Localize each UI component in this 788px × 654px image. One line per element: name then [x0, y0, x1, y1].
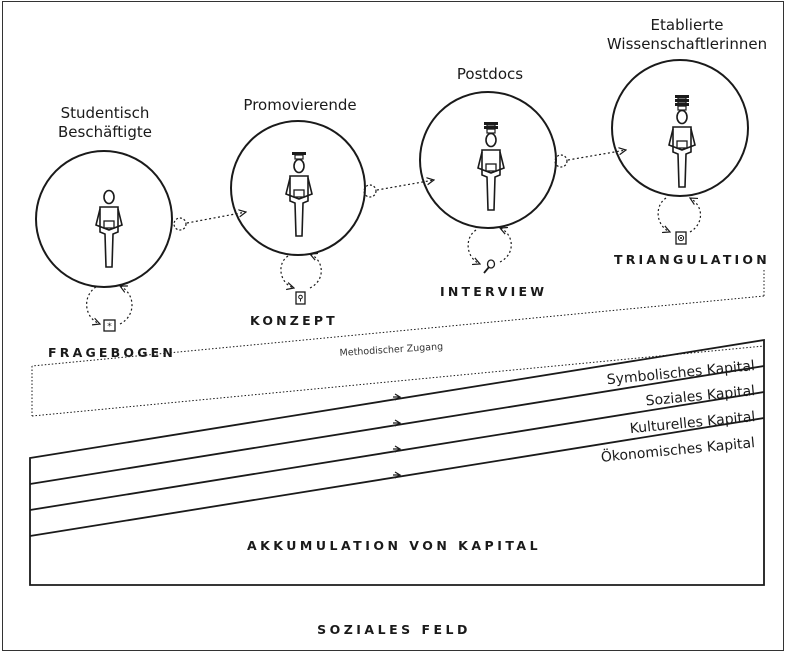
- stage-circle-1: [35, 150, 173, 288]
- method-label-triangulation: TRIANGULATION: [614, 252, 770, 267]
- methodischer-zugang-line: [31, 270, 765, 417]
- stage-label-3-line2: Postdocs: [456, 65, 524, 83]
- akkumulation-label: AKKUMULATION VON KAPITAL: [246, 538, 542, 553]
- method-label-fragebogen: FRAGEBOGEN: [48, 345, 177, 360]
- stage-label-1: Studentisch Beschäftigte: [44, 104, 166, 142]
- stage-label-1-line1: Studentisch: [60, 104, 150, 122]
- stage-circle-3: [419, 91, 557, 229]
- svg-text:*: *: [107, 322, 112, 332]
- kapital-arrows: [393, 393, 402, 479]
- method-loops: [86, 198, 702, 324]
- stage-circle-2: [230, 120, 366, 256]
- questionnaire-icon: *: [103, 319, 116, 332]
- stage-connectors: [173, 150, 626, 231]
- stage-label-4-line2: Wissenschaftlerinnen: [606, 35, 768, 53]
- stage-circle-4: [611, 59, 749, 197]
- concept-icon: [295, 291, 306, 305]
- method-label-interview: INTERVIEW: [440, 284, 548, 299]
- stage-label-1-line2: Beschäftigte: [58, 123, 152, 141]
- microphone-icon: [483, 259, 496, 274]
- stage-label-4-line1: Etablierte: [650, 16, 724, 34]
- soziales-feld-label: SOZIALES FELD: [317, 622, 471, 637]
- stage-label-2: Promovierende: [230, 96, 370, 115]
- stage-label-3: Postdocs: [430, 65, 550, 84]
- stage-label-4: Etablierte Wissenschaftlerinnen: [602, 16, 772, 54]
- method-label-konzept: KONZEPT: [250, 313, 338, 328]
- stage-label-2-line2: Promovierende: [243, 96, 357, 114]
- triangulation-icon: [675, 231, 687, 245]
